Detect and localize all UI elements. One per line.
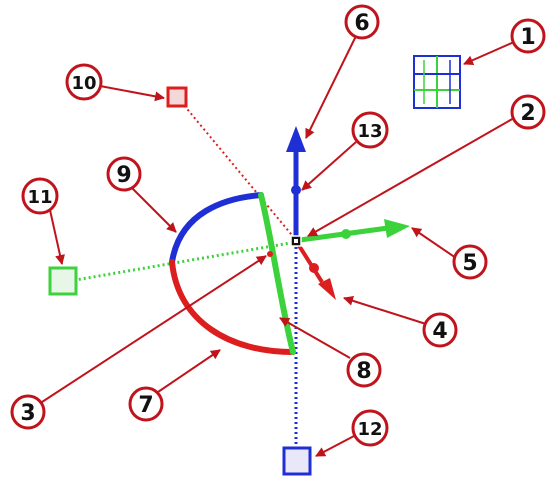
callout-badge-4: 4 (422, 312, 458, 348)
z-axis-line[interactable] (296, 242, 324, 284)
callout-badge-12: 12 (351, 409, 389, 447)
callout-badge-11: 11 (21, 177, 59, 215)
callout-label-9: 9 (116, 163, 131, 188)
y-axis-arrowhead[interactable] (286, 126, 306, 152)
x-axis-arrowhead[interactable] (384, 219, 410, 238)
callout-label-13: 13 (357, 121, 382, 142)
callout-badge-2: 2 (510, 94, 546, 130)
callout-label-2: 2 (520, 101, 535, 126)
red-plane-handle[interactable] (166, 86, 188, 108)
callout-label-8: 8 (356, 359, 371, 384)
callout-badge-10: 10 (65, 63, 103, 101)
red-rotation-arc[interactable] (169, 259, 296, 355)
callout-badge-3: 3 (10, 394, 46, 430)
callout-label-7: 7 (138, 393, 153, 418)
callout-badge-5: 5 (452, 244, 488, 280)
callout-label-4: 4 (432, 319, 447, 344)
callout-label-6: 6 (354, 11, 369, 36)
center-handle-inner (294, 239, 298, 243)
green-rotation-arc[interactable] (258, 192, 296, 355)
callout-badge-1: 1 (510, 18, 546, 54)
green-plane-handle[interactable] (48, 266, 78, 296)
z-axis-scale-handle[interactable] (309, 263, 319, 273)
callout-badge-6: 6 (344, 4, 380, 40)
blue-rotation-arc[interactable] (169, 192, 264, 265)
grid-icon[interactable] (413, 55, 461, 109)
z-axis-arrowhead[interactable] (318, 278, 336, 300)
callout-arrows (41, 35, 515, 457)
callout-label-11: 11 (27, 187, 52, 208)
callout-badge-8: 8 (346, 352, 382, 388)
red-dotted-guide (177, 97, 297, 241)
callout-label-1: 1 (520, 25, 535, 50)
callout-label-12: 12 (357, 419, 382, 440)
callout-label-3: 3 (20, 401, 35, 426)
callout-badge-9: 9 (106, 156, 142, 192)
callout-label-5: 5 (462, 251, 477, 276)
callout-label-10: 10 (71, 73, 96, 94)
x-axis-scale-handle[interactable] (341, 229, 351, 239)
green-dotted-guide (63, 240, 297, 284)
pivot-dot (267, 251, 273, 257)
blue-plane-handle[interactable] (282, 446, 312, 476)
callout-badge-13: 13 (351, 111, 389, 149)
callout-badge-7: 7 (128, 386, 164, 422)
y-axis-scale-handle[interactable] (291, 185, 301, 195)
